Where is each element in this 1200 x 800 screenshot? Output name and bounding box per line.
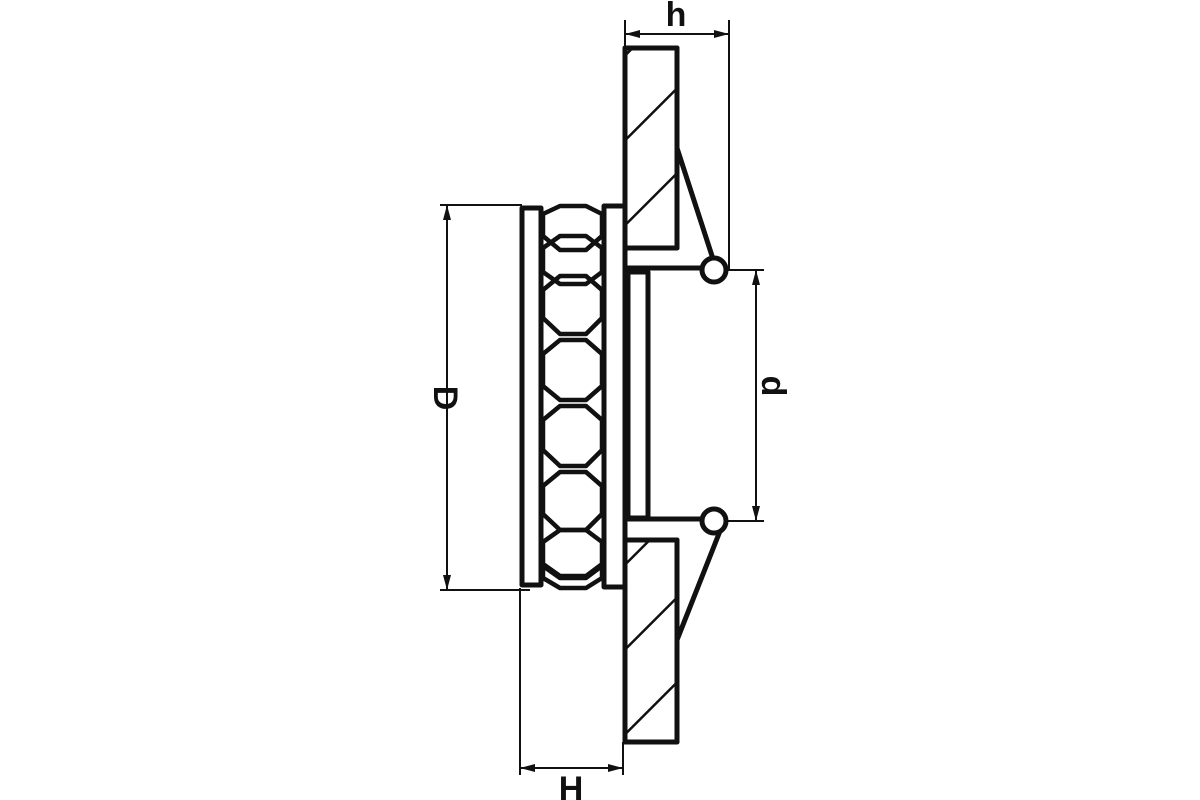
- crystal-beads: [540, 203, 605, 591]
- ceiling-section-upper: [622, 45, 680, 251]
- front-cover: [519, 205, 544, 588]
- label-H: H: [559, 770, 584, 800]
- dimension-D: [440, 204, 530, 591]
- dimension-d: [726, 269, 764, 522]
- lamp-housing: [625, 269, 651, 521]
- label-D: D: [426, 386, 464, 411]
- label-d: d: [754, 376, 792, 397]
- ceiling-section-lower: [622, 537, 680, 745]
- mounting-plate: [601, 203, 628, 590]
- dimension-h: [624, 20, 730, 270]
- label-h: h: [666, 0, 687, 34]
- dimension-H: [519, 588, 624, 775]
- spring-clip-upper: [625, 145, 729, 285]
